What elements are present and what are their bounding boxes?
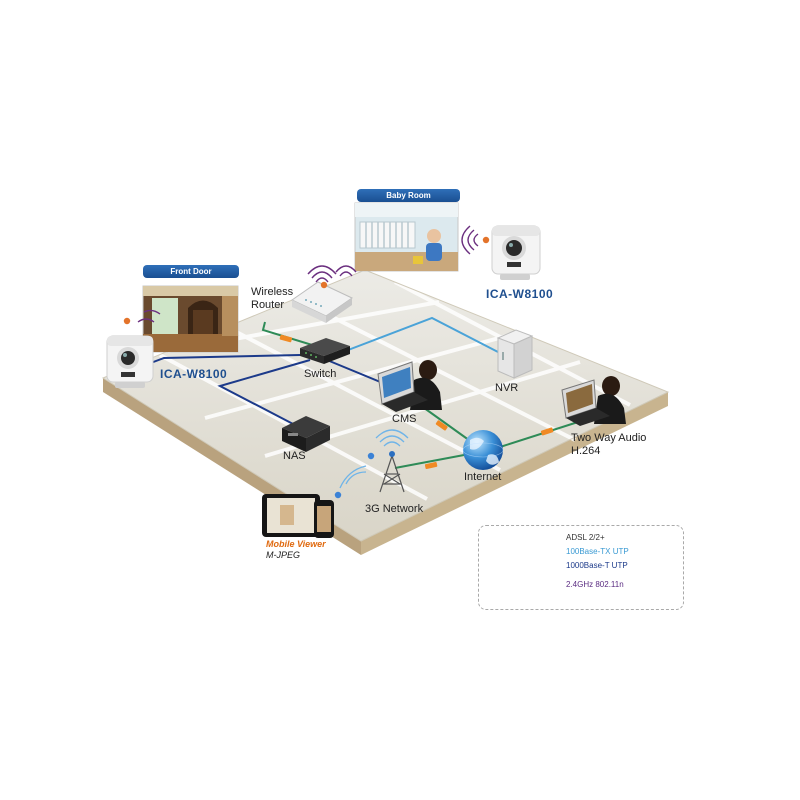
camera-top	[491, 225, 541, 280]
baby-room-photo	[354, 202, 459, 272]
cell-tower-waves	[339, 429, 409, 489]
nvr-label: NVR	[495, 382, 519, 394]
cms-label: CMS	[392, 413, 417, 425]
link-switch-nvr	[334, 316, 499, 356]
network-switch	[300, 338, 350, 364]
mobile-viewer-codec: M-JPEG	[266, 550, 301, 560]
mobile-devices	[262, 494, 334, 538]
camera-model-left: ICA-W8100	[160, 367, 228, 381]
baby-room-tag: Baby Room	[357, 189, 460, 202]
mobile-viewer-title: Mobile Viewer	[266, 539, 326, 549]
legend-wifi-text: 2.4GHz 802.11n	[566, 580, 624, 589]
front-door-tag: Front Door	[143, 265, 239, 278]
legend	[478, 525, 684, 610]
cms-operator	[377, 360, 442, 412]
legend-tx-text: 100Base-TX UTP	[566, 547, 629, 556]
camera-left	[106, 335, 154, 388]
link-switch-nas	[217, 359, 311, 426]
wireless-router-label: Wireless Router	[251, 286, 294, 311]
cell-tower	[379, 451, 405, 493]
adsl-markers	[279, 334, 554, 469]
legend-adsl-text: ADSL 2/2+	[566, 533, 605, 542]
three-g-label: 3G Network	[365, 503, 424, 515]
nvr-box	[496, 329, 534, 379]
link-router-switch	[261, 321, 323, 349]
link-internet-audio	[499, 421, 579, 448]
wifi-signals	[137, 225, 479, 323]
two-way-operator	[561, 376, 626, 426]
camera-model-top: ICA-W8100	[486, 287, 554, 301]
front-door-photo	[142, 285, 239, 353]
legend-t-text: 1000Base-T UTP	[566, 561, 628, 570]
nas-label: NAS	[283, 450, 306, 462]
internet-label: Internet	[464, 471, 502, 483]
switch-label: Switch	[304, 368, 337, 380]
wireless-router	[291, 281, 353, 323]
two-way-audio-label: Two Way Audio H.264	[571, 432, 647, 457]
wifi-badges	[123, 236, 490, 499]
nas-box	[282, 416, 330, 452]
internet-globe	[462, 430, 504, 470]
